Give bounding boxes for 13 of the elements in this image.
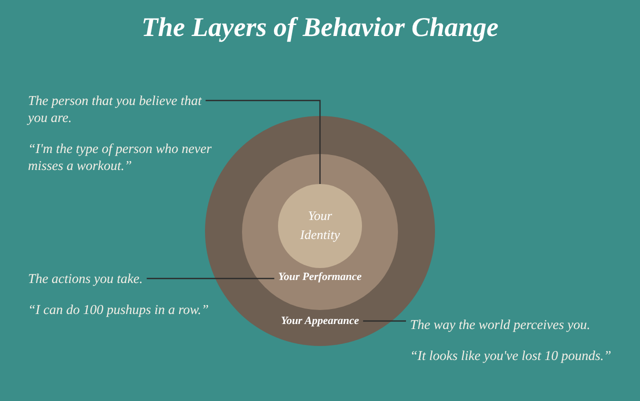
quote-text: “I'm the type of person who never misses a workout.” [28,141,212,173]
diagram-title: The Layers of Behavior Change [140,12,500,43]
quote-text: “It looks like you've lost 10 pounds.” [410,348,612,363]
description-text: The actions you take. [28,271,143,286]
layer-label: Your Appearance [280,315,360,327]
leader-line [146,278,274,280]
description-text: The person that you believe that you are. [28,93,202,125]
quote-text: “I can do 100 pushups in a row.” [28,302,209,317]
layer-label: Your Performance [278,271,362,283]
leader-line [206,100,321,184]
description-text: The way the world perceives you. [410,317,590,332]
layer-label: Your Identity [300,208,340,242]
leader-line [363,320,406,322]
